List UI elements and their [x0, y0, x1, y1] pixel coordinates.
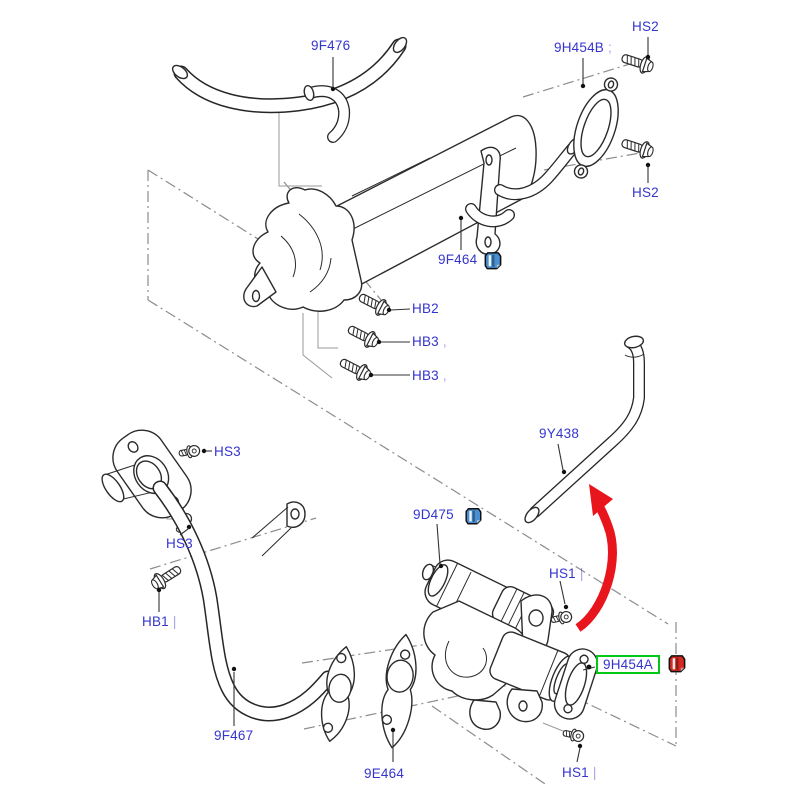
- part-number: 9Y438: [539, 426, 580, 441]
- label-suffix: ,: [442, 368, 447, 383]
- attachment-clip-icon[interactable]: [484, 252, 502, 270]
- part-label-9H454B[interactable]: 9H454B;: [554, 40, 612, 55]
- part-number: HS2: [632, 19, 659, 34]
- bolt-HB3-lower-drawing[interactable]: [336, 353, 374, 385]
- part-number: HB2: [412, 301, 439, 316]
- part-number: HS3: [166, 536, 193, 551]
- part-number: HS3: [214, 444, 241, 459]
- part-label-HB1[interactable]: HB1|: [142, 614, 177, 629]
- label-suffix: |: [592, 765, 597, 780]
- part-label-HS3-upper[interactable]: HS3: [214, 444, 241, 459]
- egr-valve-9D475-drawing[interactable]: [420, 555, 579, 730]
- attachment-clip-icon[interactable]: [465, 507, 482, 525]
- part-number: HS1: [549, 566, 576, 581]
- part-label-9F476[interactable]: 9F476: [311, 38, 350, 53]
- part-number: HS1: [562, 765, 589, 780]
- screw-HS1-bottom-drawing[interactable]: [561, 726, 586, 744]
- part-number: HB3: [412, 334, 439, 349]
- part-label-9F467[interactable]: 9F467: [214, 728, 253, 743]
- hose-9F476-drawing[interactable]: [170, 35, 409, 114]
- gasket-9H454B-drawing[interactable]: [561, 72, 631, 184]
- egr-cooler-9F464-drawing[interactable]: [243, 84, 583, 312]
- part-label-HS3-lower[interactable]: HS3: [166, 536, 193, 551]
- part-number: HS2: [632, 185, 659, 200]
- part-number: 9F476: [311, 38, 351, 53]
- part-label-HS2-bottom[interactable]: HS2: [632, 185, 659, 200]
- screw-HS3-upper-drawing[interactable]: [177, 443, 202, 461]
- bolt-HS2-bottom-drawing[interactable]: [619, 133, 656, 162]
- part-number: 9H454A: [603, 657, 653, 672]
- part-number: HB3: [412, 368, 439, 383]
- red-direction-arrow: [575, 484, 617, 632]
- bolt-HB1-drawing[interactable]: [147, 560, 186, 594]
- part-label-HS1-bottom[interactable]: HS1|: [562, 765, 597, 780]
- part-number: 9H454B: [554, 40, 604, 55]
- part-label-9H454A-highlighted[interactable]: 9H454A: [596, 655, 660, 674]
- part-label-HB3-upper[interactable]: HB3,: [412, 334, 447, 349]
- leader-lines: [156, 37, 651, 763]
- part-label-HB2[interactable]: HB2: [412, 301, 439, 316]
- attachment-clip-icon[interactable]: [668, 655, 686, 673]
- bolt-HS2-top-drawing[interactable]: [619, 48, 656, 77]
- part-label-9Y438[interactable]: 9Y438: [539, 426, 579, 441]
- label-suffix: |: [172, 614, 177, 629]
- label-suffix: ,: [442, 334, 447, 349]
- egr-pipe-9F467-drawing[interactable]: [87, 421, 359, 744]
- part-number: 9F467: [214, 728, 254, 743]
- part-label-9E464[interactable]: 9E464: [364, 766, 404, 781]
- bolt-HB2-drawing[interactable]: [355, 288, 393, 320]
- gasket-9E464-drawing[interactable]: [376, 633, 421, 750]
- part-number: HB1: [142, 614, 169, 629]
- part-label-HB3-lower[interactable]: HB3,: [412, 368, 447, 383]
- bolt-HB3-upper-drawing[interactable]: [344, 320, 382, 352]
- part-label-9F464[interactable]: 9F464: [438, 252, 477, 267]
- hose-9Y438-drawing[interactable]: [522, 335, 645, 525]
- label-suffix: ;: [608, 40, 612, 55]
- part-number: 9D475: [413, 507, 454, 522]
- part-label-HS1-right[interactable]: HS1|: [549, 566, 584, 581]
- part-label-HS2-top[interactable]: HS2: [632, 19, 659, 34]
- part-number: 9E464: [364, 766, 405, 781]
- part-number: 9F464: [438, 252, 478, 267]
- part-label-9D475[interactable]: 9D475: [413, 507, 454, 522]
- label-suffix: |: [579, 566, 584, 581]
